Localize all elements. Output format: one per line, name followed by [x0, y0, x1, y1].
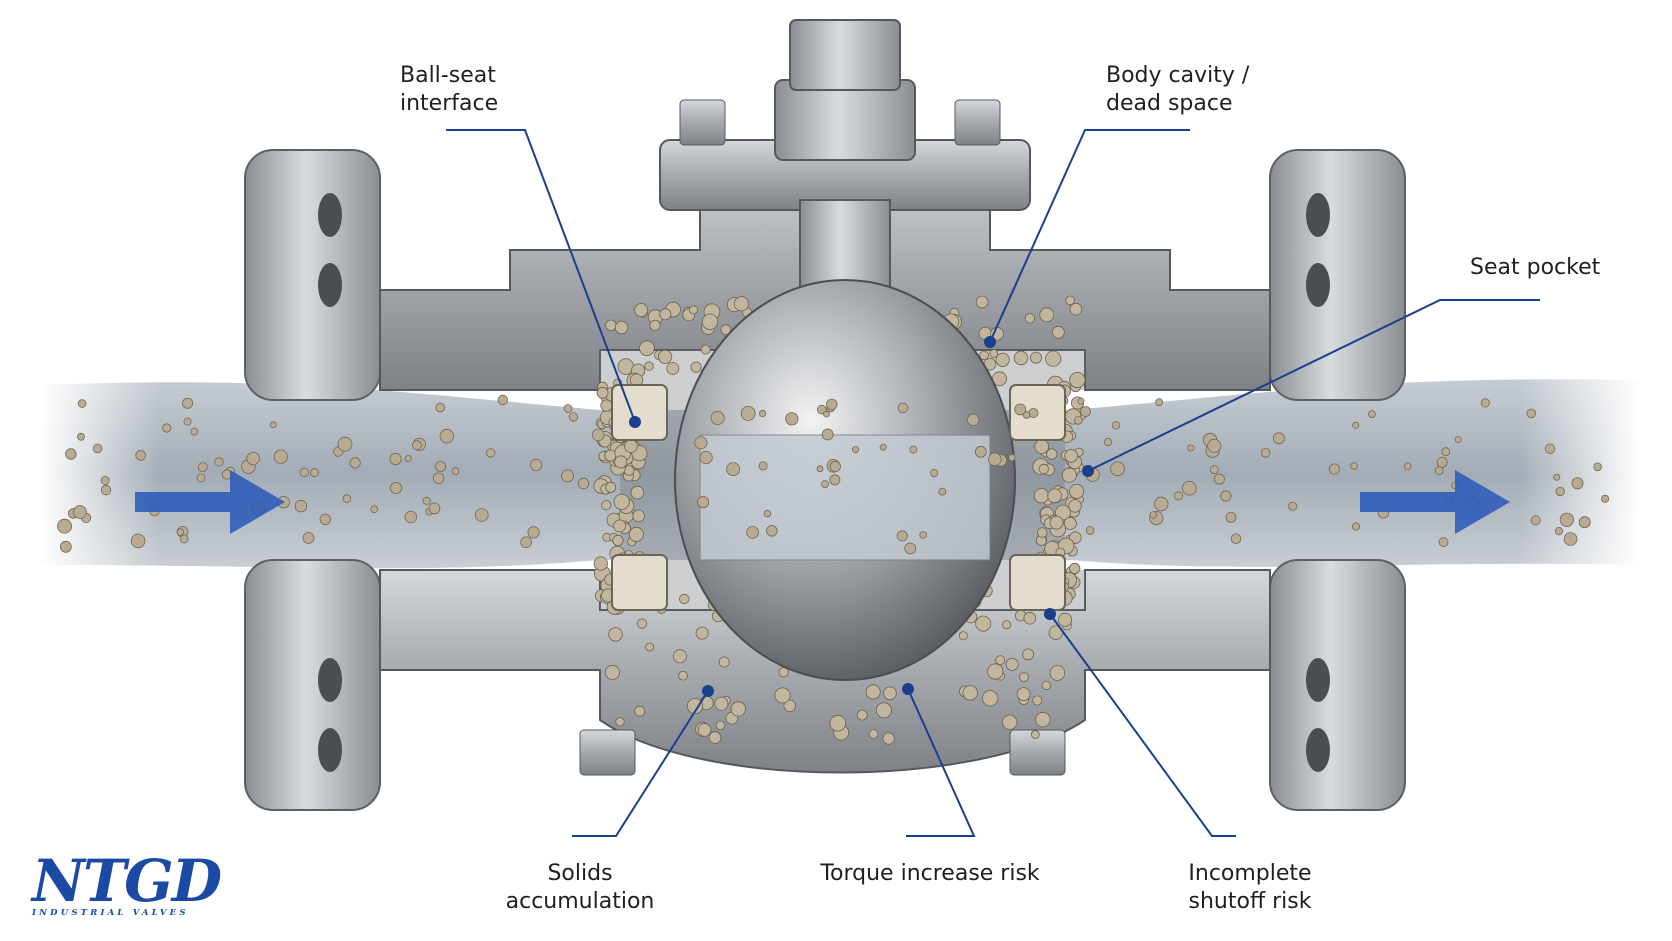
label-body-cavity: Body cavity /dead space [1106, 63, 1250, 116]
flow-arrow-outlet [1360, 470, 1510, 534]
label-seat-pocket: Seat pocket [1470, 255, 1601, 280]
logo-mark: NTGD [32, 847, 222, 915]
leader-solids [572, 690, 709, 837]
left-flange [244, 149, 381, 811]
ball [674, 279, 1016, 681]
right-flange [1269, 149, 1406, 811]
leader-torque [906, 688, 976, 837]
label-torque-increase-risk: Torque increase risk [820, 861, 1040, 886]
flow-arrow-inlet [135, 470, 285, 534]
leader-body-cavity [989, 129, 1190, 343]
leader-shutoff [1049, 613, 1236, 837]
stem-assembly [579, 19, 1066, 776]
leader-seat-pocket [1087, 299, 1540, 472]
leader-lines [446, 129, 1540, 837]
ntgd-logo: NTGD INDUSTRIAL VALVES [32, 852, 222, 926]
leader-dots [629, 336, 1094, 697]
seats [611, 384, 1066, 611]
logo-tagline: INDUSTRIAL VALVES [32, 908, 189, 918]
leader-ball-seat [446, 129, 636, 423]
